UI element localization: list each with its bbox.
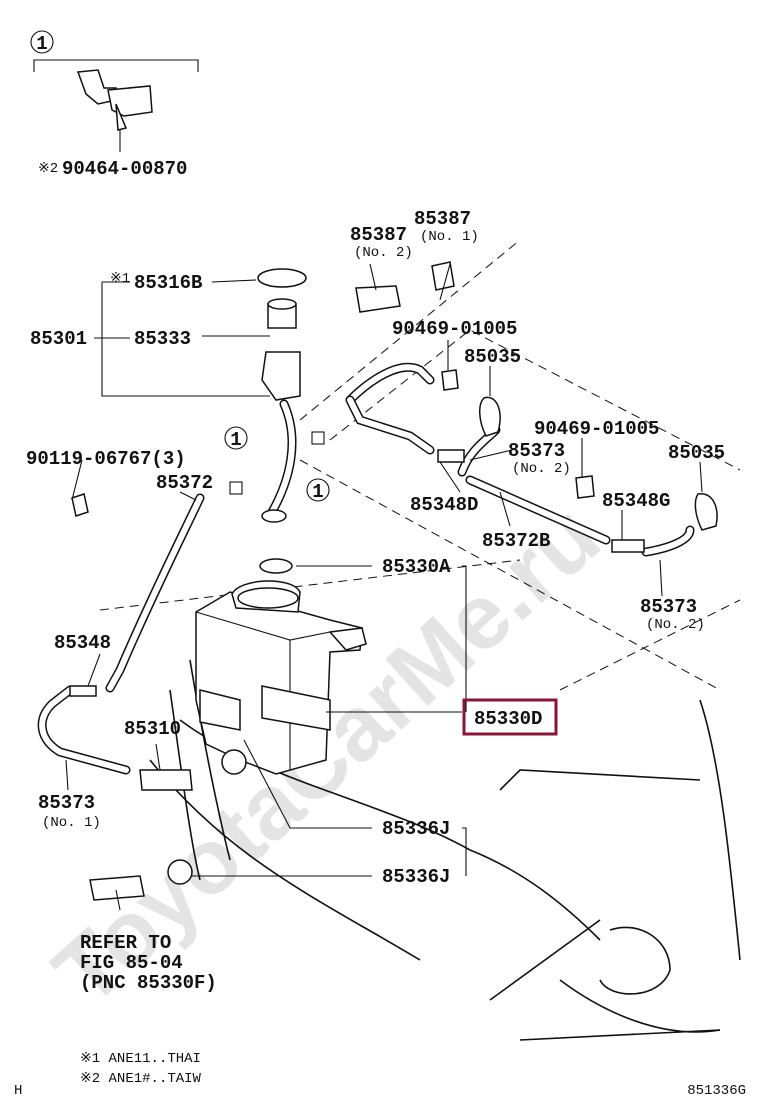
part-labels: 85387 (No. 1) 85387 (No. 2) ※1 85316B 85… xyxy=(26,208,725,888)
footnotes: ※1 ANE11..THAI ※2 ANE1#..TAIW H 851336G xyxy=(14,1051,746,1099)
part-label-85333: 85333 xyxy=(134,328,191,350)
part-label-90464-00870: 90464-00870 xyxy=(62,158,187,180)
part-label-85372: 85372 xyxy=(156,472,213,494)
part-label-90119: 90119-06767(3) xyxy=(26,448,186,470)
part-label-85035-a: 85035 xyxy=(464,346,521,368)
clip-90469-a-icon xyxy=(441,369,459,391)
grommet-icon xyxy=(167,859,193,885)
small-parts xyxy=(69,261,718,901)
footnote-1: ※1 ANE11..THAI xyxy=(80,1051,201,1067)
part-label-85348: 85348 xyxy=(54,632,111,654)
part-label-85301: 85301 xyxy=(30,328,87,350)
part-label-85348d: 85348D xyxy=(410,494,478,516)
refer-note: REFER TO FIG 85-04 (PNC 85330F) xyxy=(80,932,217,994)
part-label-85373-no2-a: 85373 xyxy=(508,440,565,462)
part-label-85336j-b: 85336J xyxy=(382,866,450,888)
nozzle-85035-b-icon xyxy=(694,493,718,531)
refer-line-3: (PNC 85330F) xyxy=(80,972,217,994)
joint-85348g-icon xyxy=(611,539,645,553)
footer-left-code: H xyxy=(14,1083,22,1099)
part-label-85387-no2: 85387 xyxy=(350,224,407,246)
inset-note-mark: ※2 xyxy=(38,161,58,177)
hose-clamp-no1-icon xyxy=(431,261,455,291)
part-sub-85373-no2-b: (No. 2) xyxy=(646,617,705,633)
part-label-85372b: 85372B xyxy=(482,530,550,552)
part-sub-85387-no2: (No. 2) xyxy=(354,245,413,261)
inset-circle-number: 1 xyxy=(36,33,47,55)
figure-code: 851336G xyxy=(687,1083,746,1099)
bolt-90119-icon xyxy=(71,493,89,517)
joint-85348d-icon xyxy=(437,449,465,463)
part-label-85035-b: 85035 xyxy=(668,442,725,464)
part-label-85373-no2-b: 85373 xyxy=(640,596,697,618)
footnote-2: ※2 ANE1#..TAIW xyxy=(80,1071,202,1087)
part-label-85336j-a: 85336J xyxy=(382,818,450,840)
refer-line-1: REFER TO xyxy=(80,932,171,954)
part-label-85330d: 85330D xyxy=(474,708,542,730)
filler-assembly xyxy=(257,268,307,574)
nozzle-85035-a-icon xyxy=(479,396,501,437)
part-sub-85373-no1: (No. 1) xyxy=(42,815,101,831)
washer-hoses xyxy=(37,362,695,775)
leader-lines xyxy=(65,263,703,911)
part-label-85310: 85310 xyxy=(124,718,181,740)
circle-callouts: 1 1 xyxy=(224,426,330,503)
part-sub-85387-no1: (No. 1) xyxy=(420,229,479,245)
reference-pump-icon xyxy=(89,875,145,901)
part-label-85316b: 85316B xyxy=(134,272,202,294)
washer-pump-icon xyxy=(139,769,193,791)
highlight-box-85330d xyxy=(462,698,558,736)
part-label-85373-no1: 85373 xyxy=(38,792,95,814)
washer-tank xyxy=(195,580,367,775)
note-mark-85316b: ※1 xyxy=(110,271,130,287)
callout-circle-1a: 1 xyxy=(230,429,241,451)
part-label-90469-b: 90469-01005 xyxy=(534,418,659,440)
refer-line-2: FIG 85-04 xyxy=(80,952,183,974)
part-sub-85373-no2-a: (No. 2) xyxy=(512,461,571,477)
callout-circle-1b: 1 xyxy=(312,481,323,503)
part-label-85330a: 85330A xyxy=(382,556,451,578)
hose-clamp-no2-icon xyxy=(355,285,401,313)
part-label-90469-a: 90469-01005 xyxy=(392,318,517,340)
inset-detail: 1 ※2 90464-00870 xyxy=(30,30,199,180)
part-label-85348g: 85348G xyxy=(602,490,670,512)
joint-85348-icon xyxy=(69,685,97,697)
inset-clip-icon xyxy=(76,69,153,131)
part-label-85387-no1: 85387 xyxy=(414,208,471,230)
clip-90469-b-icon xyxy=(575,475,595,499)
vehicle-body-outline xyxy=(99,239,741,1041)
